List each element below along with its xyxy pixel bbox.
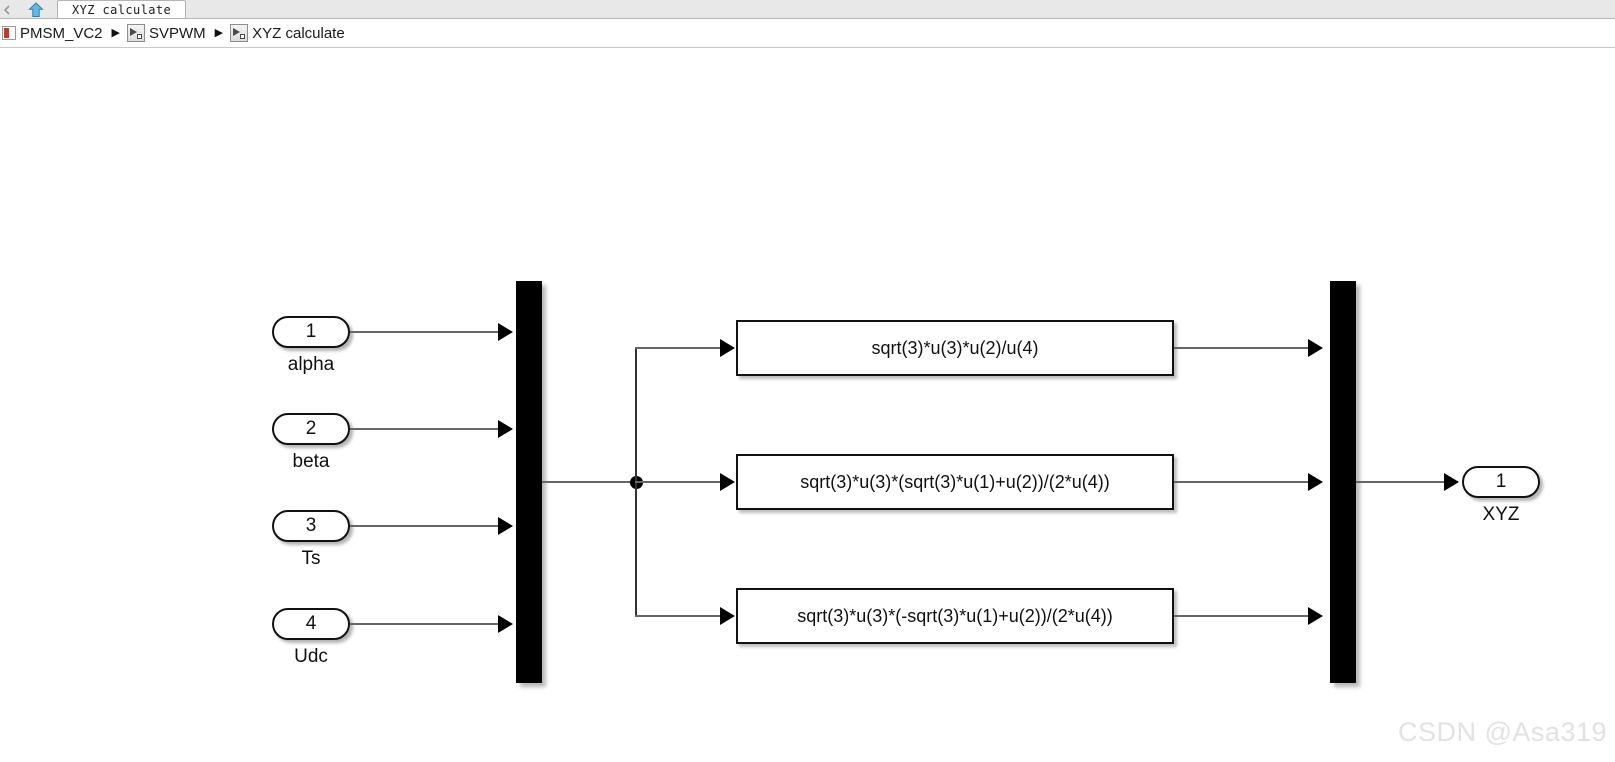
breadcrumb-separator-icon: ▶: [214, 26, 224, 39]
fcn-expression: sqrt(3)*u(3)*(-sqrt(3)*u(1)+u(2))/(2*u(4…: [797, 605, 1113, 626]
breadcrumb-label: XYZ calculate: [252, 24, 345, 42]
wire-alpha-to-mux: [350, 331, 498, 333]
wire-branch-middle: [635, 481, 720, 483]
wire-branch-bottom: [635, 615, 720, 617]
inport-block-beta[interactable]: 2: [272, 413, 350, 445]
inport-number: 1: [305, 321, 317, 342]
fcn-expression: sqrt(3)*u(3)*u(2)/u(4): [871, 337, 1039, 358]
wire-mux-to-outport: [1356, 481, 1444, 483]
breadcrumb: PMSM_VC2 ▶ SVPWM ▶ XYZ calculate: [0, 19, 1615, 48]
simulink-canvas[interactable]: 1 alpha 2 beta 3 Ts 4 Udc sqrt(3)*u(3)*u…: [0, 48, 1615, 762]
tab-xyz-calculate[interactable]: XYZ calculate: [57, 0, 187, 18]
breadcrumb-item-xyz-calculate[interactable]: XYZ calculate: [230, 19, 345, 47]
tab-strip: XYZ calculate: [0, 0, 1615, 19]
breadcrumb-label: SVPWM: [149, 24, 206, 42]
navigate-up-icon[interactable]: [22, 1, 50, 18]
fcn-expression: sqrt(3)*u(3)*(sqrt(3)*u(1)+u(2))/(2*u(4)…: [800, 471, 1110, 492]
arrow-icon: [498, 420, 513, 438]
wire-fcn2-to-demux: [1174, 481, 1308, 483]
wire-beta-to-mux: [350, 428, 498, 430]
breadcrumb-separator-icon: ▶: [111, 26, 120, 39]
inport-number: 2: [305, 418, 317, 439]
wire-mux-output: [542, 481, 642, 483]
model-icon: [2, 26, 16, 40]
arrow-icon: [1308, 607, 1323, 625]
arrow-icon: [720, 607, 735, 625]
arrow-icon: [720, 473, 735, 491]
inport-block-ts[interactable]: 3: [272, 510, 350, 542]
arrow-icon: [1308, 473, 1323, 491]
inport-label-udc: Udc: [294, 646, 328, 667]
fcn-block-z[interactable]: sqrt(3)*u(3)*(-sqrt(3)*u(1)+u(2))/(2*u(4…: [736, 588, 1174, 644]
subsystem-icon: [230, 24, 249, 42]
arrow-icon: [1308, 339, 1323, 357]
arrow-icon: [720, 339, 735, 357]
inport-block-udc[interactable]: 4: [272, 608, 350, 640]
wire-ts-to-mux: [350, 525, 498, 527]
arrow-icon: [498, 517, 513, 535]
mux-block-input[interactable]: [516, 281, 542, 683]
fcn-block-y[interactable]: sqrt(3)*u(3)*(sqrt(3)*u(1)+u(2))/(2*u(4)…: [736, 454, 1174, 510]
inport-label-ts: Ts: [301, 548, 321, 569]
inport-label-alpha: alpha: [287, 354, 335, 375]
fcn-block-x[interactable]: sqrt(3)*u(3)*u(2)/u(4): [736, 320, 1174, 376]
wire-fcn1-to-demux: [1174, 347, 1308, 349]
mux-block-output[interactable]: [1330, 281, 1356, 683]
watermark: CSDN @Asa319: [1398, 717, 1607, 747]
wire-udc-to-mux: [350, 623, 498, 625]
outport-label-xyz: XYZ: [1482, 504, 1520, 525]
tab-label: XYZ calculate: [72, 2, 172, 17]
outport-number: 1: [1495, 471, 1507, 492]
breadcrumb-item-pmsm-vc2[interactable]: PMSM_VC2: [2, 19, 103, 47]
chevron-left-icon[interactable]: [0, 1, 14, 18]
outport-block-xyz[interactable]: 1: [1462, 466, 1540, 498]
inport-number: 4: [305, 613, 317, 634]
arrow-icon: [1444, 473, 1459, 491]
breadcrumb-item-svpwm[interactable]: SVPWM: [127, 19, 206, 47]
arrow-icon: [498, 323, 513, 341]
subsystem-icon: [127, 24, 145, 42]
wire-fcn3-to-demux: [1174, 615, 1308, 617]
breadcrumb-label: PMSM_VC2: [20, 24, 103, 42]
inport-number: 3: [305, 515, 317, 536]
inport-label-beta: beta: [292, 451, 330, 472]
arrow-icon: [498, 615, 513, 633]
wire-branch-top: [635, 347, 720, 349]
inport-block-alpha[interactable]: 1: [272, 316, 350, 348]
